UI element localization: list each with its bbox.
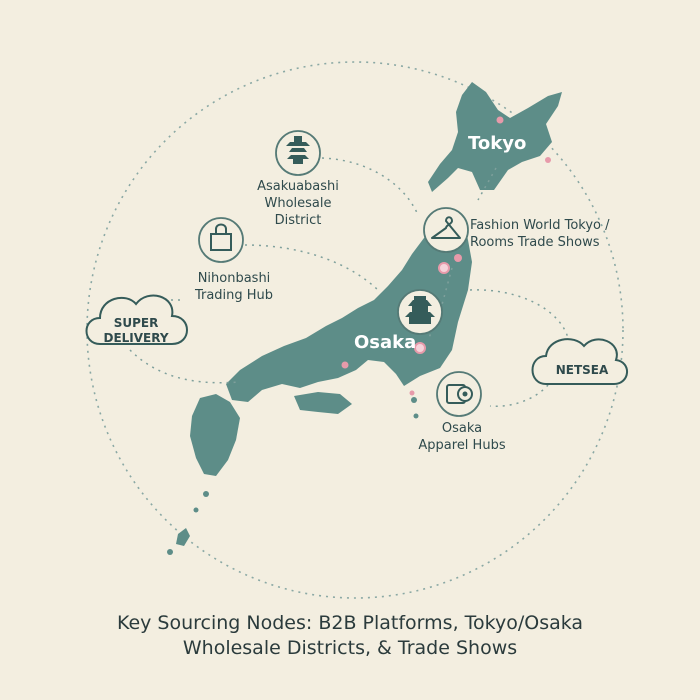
marker-ring xyxy=(438,262,450,274)
node-label-line: District xyxy=(274,213,322,228)
marker-dot xyxy=(409,390,415,396)
caption-line-1: Key Sourcing Nodes: B2B Platforms, Tokyo… xyxy=(116,612,584,634)
platform-label-line: NETSEA xyxy=(555,363,609,377)
node-label-line: Asakuabashi xyxy=(257,179,339,194)
hokkaido-island xyxy=(428,82,562,192)
connector-nihonbashi xyxy=(244,244,381,293)
hanger-icon xyxy=(423,207,469,253)
node-label-line: Osaka xyxy=(441,421,483,436)
node-label-osaka-apparel: Osaka Apparel Hubs xyxy=(412,420,512,454)
marker-dot xyxy=(454,254,462,262)
pagoda-icon xyxy=(275,130,321,176)
platform-label-netsea: NETSEA xyxy=(540,363,624,378)
connector-netsea-lower xyxy=(489,384,549,408)
platform-label-super-delivery: SUPER DELIVERY xyxy=(96,316,176,346)
node-label-asakuabashi: Asakuabashi Wholesale District xyxy=(246,178,350,229)
marker-dot xyxy=(545,157,551,163)
node-label-nihonbashi: Nihonbashi Trading Hub xyxy=(182,270,286,304)
node-label-line: Wholesale xyxy=(264,196,332,211)
city-label-tokyo: Tokyo xyxy=(468,133,527,154)
node-label-line: Fashion World Tokyo / xyxy=(470,218,610,233)
node-label-line: Nihonbashi xyxy=(197,271,271,286)
ryukyu-islet xyxy=(167,549,173,555)
platform-label-line: DELIVERY xyxy=(103,331,169,345)
node-label-line: Trading Hub xyxy=(194,288,274,303)
connector-netsea-upper xyxy=(469,289,569,339)
castle-icon xyxy=(397,289,443,335)
shopping-bag-icon xyxy=(198,217,244,263)
shikoku-island xyxy=(294,392,352,414)
connector-super-delivery-lower xyxy=(129,349,241,384)
kyushu-island xyxy=(190,394,240,476)
ryukyu-islet xyxy=(193,507,199,513)
ryukyu-islet xyxy=(203,491,209,497)
izu-islet xyxy=(413,413,419,419)
caption: Key Sourcing Nodes: B2B Platforms, Tokyo… xyxy=(0,611,700,661)
cloud-icon xyxy=(531,338,628,385)
marker-ring xyxy=(414,342,426,354)
honshu-island xyxy=(226,214,472,402)
marker-dot xyxy=(496,116,504,124)
node-label-line: Apparel Hubs xyxy=(418,438,506,453)
node-label-line: Rooms Trade Shows xyxy=(470,235,600,250)
city-label-osaka: Osaka xyxy=(354,332,417,353)
japan-landmass xyxy=(167,82,562,555)
marker-dot xyxy=(341,361,349,369)
accent-markers xyxy=(341,116,551,396)
platform-label-line: SUPER xyxy=(113,316,159,330)
okinawa-island xyxy=(176,528,190,546)
izu-islet xyxy=(411,397,417,403)
fabric-roll-icon xyxy=(436,371,482,417)
node-label-fashion-world: Fashion World Tokyo / Rooms Trade Shows xyxy=(470,217,610,251)
cloud-icon xyxy=(85,294,188,345)
connector-asakuabashi xyxy=(321,157,419,216)
caption-line-2: Wholesale Districts, & Trade Shows xyxy=(182,637,518,659)
